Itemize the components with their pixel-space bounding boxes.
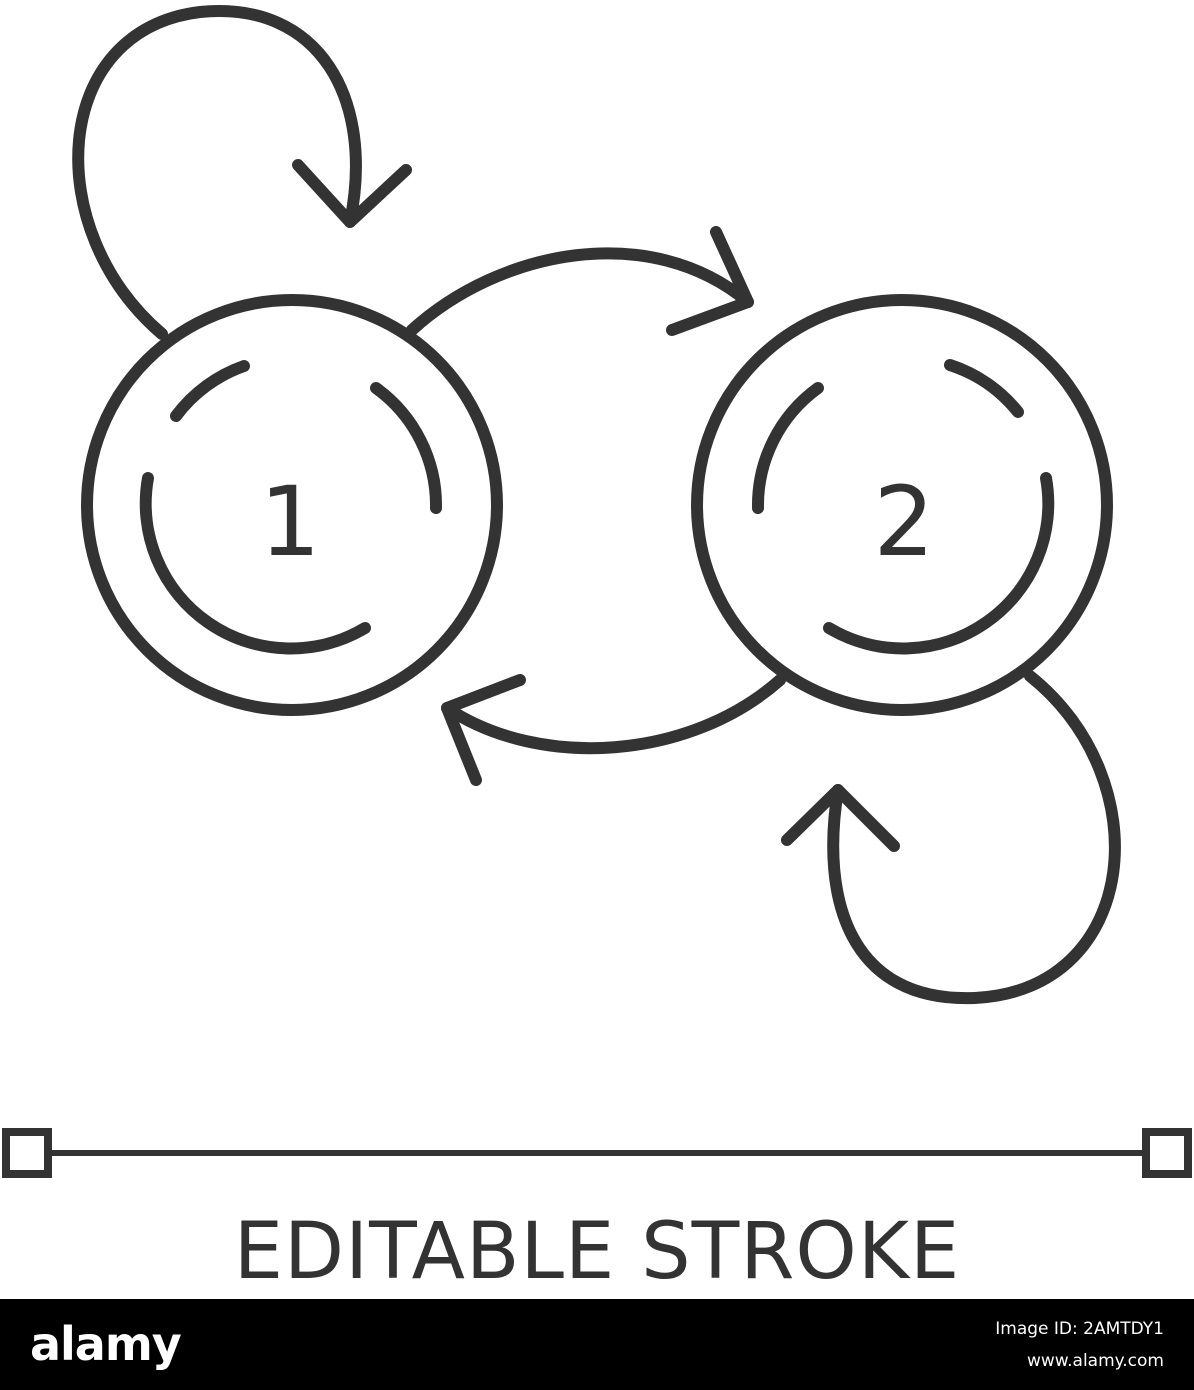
- editable-stroke-indicator: EDITABLE STROKE: [2, 1128, 1192, 1297]
- state-2-node: 2: [691, 294, 1113, 716]
- image-meta: Image ID: 2AMTDY1 www.alamy.com: [995, 1313, 1164, 1377]
- transition-1-to-2: [406, 226, 754, 336]
- self-loop-arrow-icon: [72, 5, 362, 340]
- state-1-inner-arc-top: [170, 360, 250, 422]
- state-2-inner-arc-bottom: [823, 472, 1055, 655]
- arrowhead-icon: [292, 159, 412, 228]
- site-url: www.alamy.com: [1026, 1351, 1164, 1371]
- brand-logo: alamy: [30, 1317, 182, 1371]
- state-2-label: 2: [873, 466, 934, 578]
- arrowhead-icon: [781, 784, 900, 852]
- caption: EDITABLE STROKE: [234, 1207, 961, 1297]
- watermark-footer: alamy Image ID: 2AMTDY1 www.alamy.com: [0, 1299, 1194, 1390]
- arrowhead-icon: [441, 674, 526, 786]
- image-id: Image ID: 2AMTDY1: [995, 1319, 1164, 1339]
- state-2-self-loop: [781, 670, 1121, 1005]
- state-diagram: 1 2 EDITABLE STROKE: [2, 5, 1192, 1297]
- transition-2-to-1: [441, 674, 786, 786]
- state-1-node: 1: [81, 294, 503, 716]
- state-1-label: 1: [259, 466, 320, 578]
- arrowhead-icon: [666, 226, 754, 336]
- transition-arrow-icon: [441, 674, 786, 755]
- state-1-circle: [81, 294, 503, 716]
- state-1-self-loop: [72, 5, 412, 340]
- left-handle-icon: [2, 1128, 52, 1178]
- transition-arrow-icon: [406, 247, 754, 336]
- state-2-circle: [691, 294, 1113, 716]
- state-2-inner-arc-top: [944, 359, 1024, 418]
- self-loop-arrow-icon: [827, 670, 1121, 1005]
- right-handle-icon: [1142, 1128, 1192, 1178]
- state-1-inner-arc-right: [370, 382, 443, 514]
- state-1-inner-arc-bottom: [139, 472, 371, 655]
- state-2-inner-arc-left: [751, 382, 824, 514]
